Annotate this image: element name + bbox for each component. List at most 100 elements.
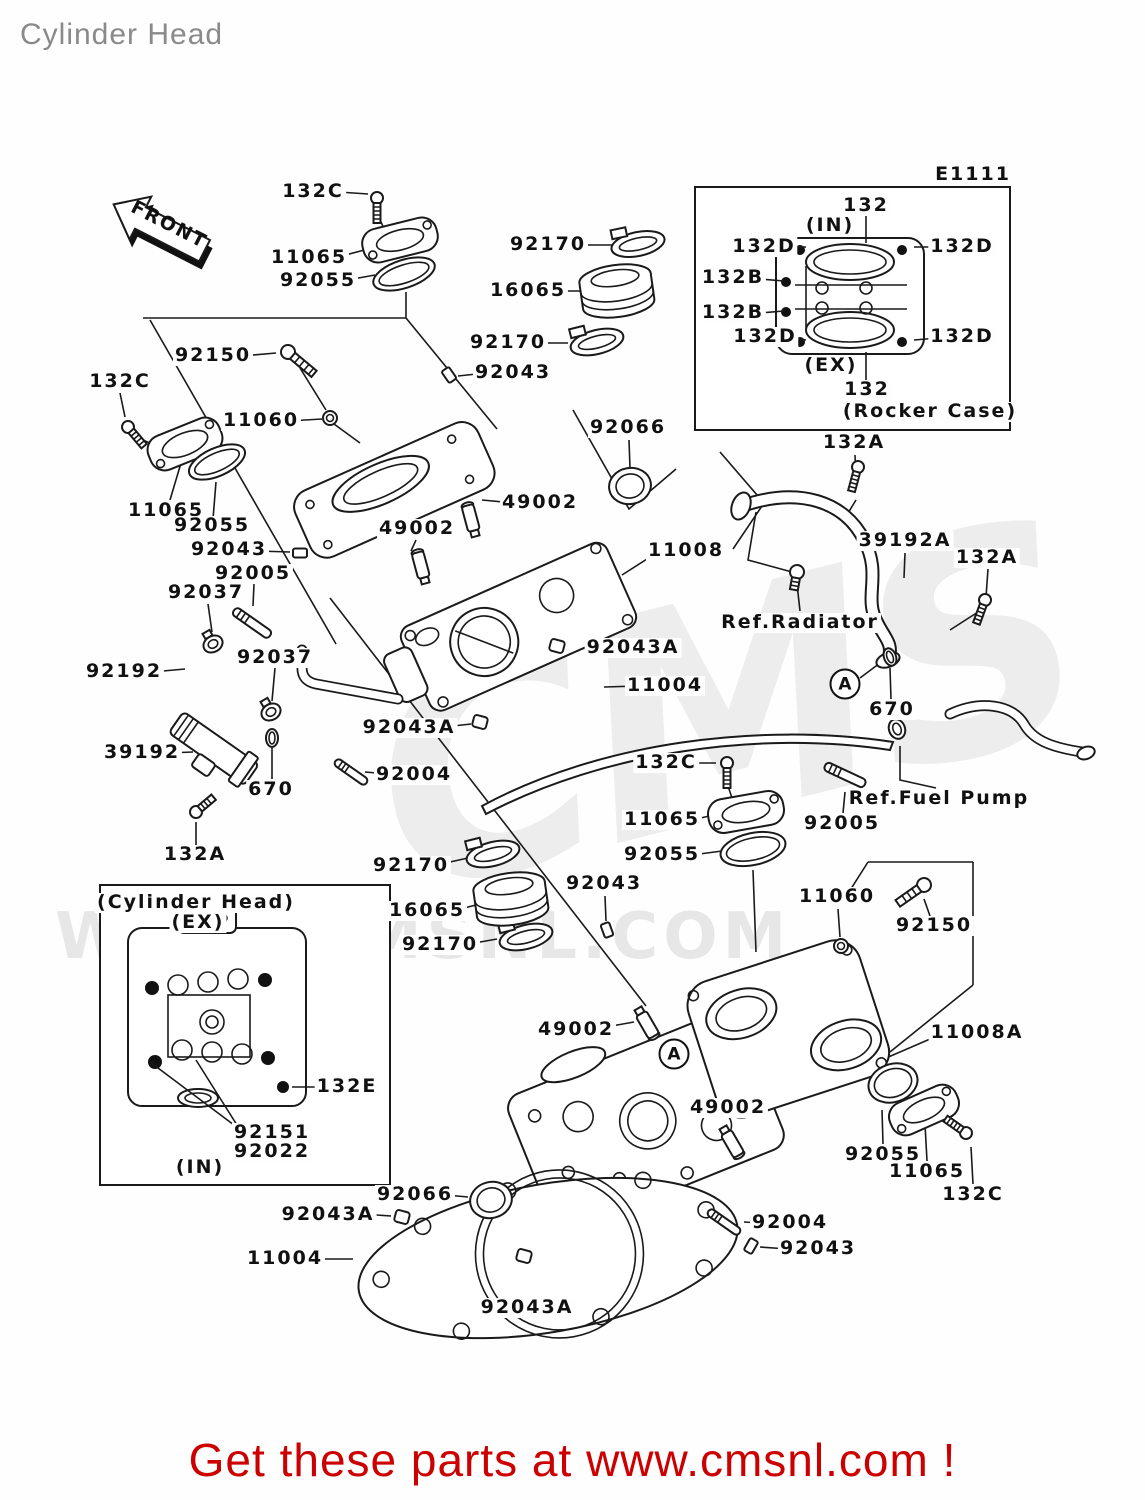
cap-plug	[469, 1180, 513, 1220]
dowel-pin	[743, 1237, 759, 1255]
rocker-case-drawing	[775, 237, 925, 355]
part-label-132c: 132C	[87, 370, 153, 393]
part-label-92170: 92170	[399, 933, 481, 956]
plug	[515, 1248, 533, 1264]
part-label-670: 670	[246, 778, 296, 801]
part-label-11060: 11060	[796, 885, 878, 908]
part-label-92151: 92151	[231, 1121, 313, 1144]
part-label-92005: 92005	[212, 562, 294, 585]
plug	[393, 1209, 411, 1225]
o-ring	[265, 728, 279, 748]
part-label-92055: 92055	[277, 269, 359, 292]
breather-cover	[888, 1083, 960, 1137]
spigot	[410, 548, 431, 586]
tube-clamp	[259, 696, 282, 722]
part-label-11004: 11004	[624, 674, 706, 697]
part-label-92192: 92192	[83, 660, 165, 683]
part-label-cylinderhead: (Cylinder Head)	[95, 891, 297, 914]
plug	[471, 714, 489, 730]
part-label-132d: 132D	[928, 325, 996, 348]
bolt	[894, 877, 932, 909]
cover-gasket	[372, 256, 436, 292]
fuel-pump-hose	[887, 700, 1096, 761]
part-label-670: 670	[867, 698, 917, 721]
page-title: Cylinder Head	[20, 18, 224, 51]
part-label-92022: 92022	[231, 1140, 313, 1163]
part-label-in: (IN)	[173, 1156, 227, 1179]
part-label-92055: 92055	[842, 1143, 924, 1166]
bolt	[121, 420, 149, 450]
part-label-132: 132	[842, 378, 892, 401]
cover-gasket	[188, 443, 246, 481]
part-label-92066: 92066	[587, 416, 669, 439]
base-gasket	[357, 1169, 739, 1340]
bolt	[189, 793, 218, 819]
part-label-92170: 92170	[370, 854, 452, 877]
o-ring	[882, 647, 898, 667]
footer-banner-link[interactable]: Get these parts at www.cmsnl.com !	[188, 1434, 957, 1486]
hose-clamp	[463, 836, 521, 869]
part-label-132d: 132D	[730, 235, 798, 258]
plug	[548, 638, 566, 654]
part-label-11004: 11004	[244, 1247, 326, 1270]
part-label-132: 132	[841, 194, 891, 217]
breather-cover	[146, 416, 224, 472]
part-label-49002: 49002	[535, 1018, 617, 1041]
cylinder-head-inset-drawing	[127, 902, 307, 1108]
part-label-132c: 132C	[633, 751, 699, 774]
cap-plug	[608, 466, 652, 506]
breather-cover	[361, 216, 439, 264]
head-gasket-edge	[480, 733, 895, 816]
part-label-11065: 11065	[125, 499, 207, 522]
part-label-132a: 132A	[161, 843, 229, 866]
valve-cover-top	[293, 421, 496, 559]
hose-clamp	[567, 324, 625, 357]
part-label-92055: 92055	[171, 514, 253, 537]
part-label-11008: 11008	[645, 539, 727, 562]
part-label-11065: 11065	[268, 246, 350, 269]
part-label-132a: 132A	[820, 431, 888, 454]
part-label-92043: 92043	[472, 361, 554, 384]
part-label-11060: 11060	[220, 409, 302, 432]
bolt	[942, 1114, 973, 1140]
part-label-92005: 92005	[801, 812, 883, 835]
dowel-pin	[292, 547, 308, 559]
part-label-16065: 16065	[386, 899, 468, 922]
bolt	[788, 564, 805, 592]
part-label-49002: 49002	[499, 491, 581, 514]
spigot	[718, 1124, 746, 1161]
part-label-132c: 132C	[940, 1183, 1006, 1206]
part-label-49002: 49002	[376, 517, 458, 540]
tube-clamp	[201, 628, 224, 654]
part-label-refradiator: Ref.Radiator	[719, 611, 881, 634]
bolt	[280, 344, 319, 379]
bolt	[370, 191, 384, 224]
part-label-92004: 92004	[749, 1211, 831, 1234]
part-label-92043a: 92043A	[279, 1203, 377, 1226]
hose-clamp	[609, 226, 666, 259]
part-label-11008a: 11008A	[928, 1021, 1026, 1044]
cylinder-head-front	[383, 541, 638, 712]
part-label-11065: 11065	[886, 1160, 968, 1183]
grommet	[322, 410, 338, 426]
stud	[706, 1208, 742, 1236]
part-label-49002: 49002	[687, 1096, 769, 1119]
breather-cover	[707, 790, 785, 834]
breather-hose	[296, 644, 404, 705]
part-label-11065: 11065	[621, 808, 703, 831]
part-label-132a: 132A	[953, 546, 1021, 569]
part-label-92043a: 92043A	[360, 716, 458, 739]
part-label-rockercase: (Rocker Case)	[840, 400, 1020, 423]
part-label-132d: 132D	[731, 325, 799, 348]
grommet	[833, 938, 849, 954]
part-label-92043: 92043	[563, 872, 645, 895]
spigot	[633, 1005, 661, 1042]
part-label-92055: 92055	[621, 843, 703, 866]
part-label-92150: 92150	[172, 344, 254, 367]
part-label-132b: 132B	[699, 301, 767, 324]
union-fitting	[169, 712, 259, 788]
bolt	[720, 756, 734, 789]
part-label-39192a: 39192A	[856, 529, 954, 552]
bolt	[971, 593, 992, 626]
